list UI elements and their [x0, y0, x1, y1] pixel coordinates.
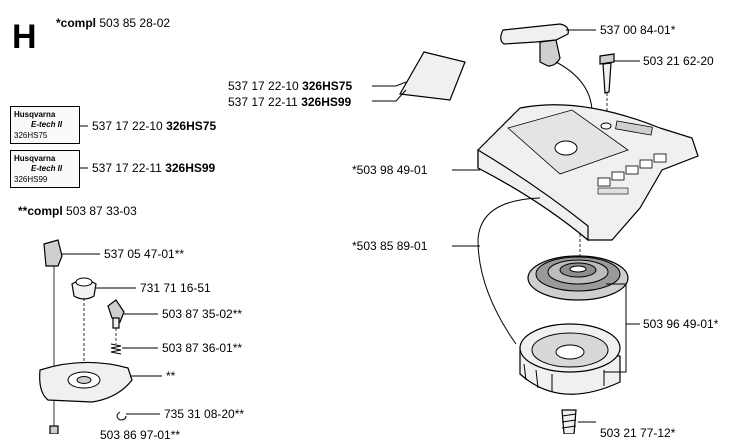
- handle-callout: 537 00 84-01*: [600, 23, 676, 37]
- circlip-part: [116, 411, 127, 421]
- section-letter: H: [12, 18, 37, 56]
- decal-callout-326hs75: 537 17 22-10 326HS75: [92, 119, 216, 133]
- compl-sub-number: 503 87 33-03: [66, 204, 137, 218]
- starter-rope-part: [477, 197, 541, 345]
- recoil-spring-part: [527, 255, 629, 301]
- compl-main-prefix: *compl: [56, 16, 97, 30]
- decal-line3: 326HS75: [14, 131, 48, 140]
- screw-callout: 503 21 62-20: [643, 54, 714, 68]
- model-name: 326HS99: [301, 95, 352, 109]
- pawl-spring-part: [110, 343, 122, 355]
- decal-line2: E-tech II: [31, 164, 63, 173]
- compl-sub-prefix: **compl: [18, 204, 63, 218]
- decal-brand: Husqvarna: [14, 154, 56, 163]
- part-number: 537 17 22-11: [228, 95, 298, 109]
- decal-326hs75: Husqvarna E-tech II 326HS75: [10, 106, 80, 144]
- spring-pulley-callout: 503 96 49-01*: [643, 317, 719, 331]
- rope-callout: *503 85 89-01: [352, 239, 428, 253]
- model-name: 326HS75: [166, 119, 217, 133]
- decal-line3: 326HS99: [14, 175, 48, 184]
- decal-brand: Husqvarna: [14, 110, 56, 119]
- pawl-part: [107, 299, 125, 329]
- cover-callout: *503 98 49-01: [352, 163, 428, 177]
- nut-part: [71, 277, 97, 300]
- decal-callout-326hs99: 537 17 22-11 326HS99: [92, 161, 215, 175]
- bottom-screw-part: [561, 409, 577, 434]
- part-number: 537 17 22-10: [92, 119, 163, 133]
- screw-part: [599, 53, 615, 94]
- pawl-cover-callout: 537 05 47-01**: [104, 247, 185, 261]
- compl-main-number: 503 85 28-02: [99, 16, 171, 30]
- starter-cover-part: [477, 104, 699, 242]
- spring-callout: 503 87 36-01**: [162, 341, 243, 355]
- compl-sub-label: **compl 503 87 33-03: [18, 204, 137, 218]
- pawl-cover-part: [43, 239, 63, 267]
- pawl-callout: 503 87 35-02**: [162, 307, 243, 321]
- label-sheet-part: [399, 51, 466, 101]
- circlip-callout: 735 31 08-20**: [164, 407, 245, 421]
- left-bottom-callout: 503 86 97-01**: [100, 428, 181, 442]
- rope-pulley-part: [519, 323, 621, 395]
- left-bottom-pin: [49, 425, 59, 434]
- model-name: 326HS99: [165, 161, 216, 175]
- model-name: 326HS75: [302, 79, 353, 93]
- decal-line2: E-tech II: [31, 120, 63, 129]
- part-number: 537 17 22-11: [92, 161, 162, 175]
- decal-326hs99: Husqvarna E-tech II 326HS99: [10, 150, 80, 188]
- pawl-housing-part: [39, 361, 133, 403]
- housing-callout: **: [166, 369, 176, 383]
- handle-rope: [555, 61, 593, 111]
- part-number: 537 17 22-10: [228, 79, 299, 93]
- sheet-callout-326hs75: 537 17 22-10 326HS75: [228, 79, 352, 93]
- nut-callout: 731 71 16-51: [140, 281, 211, 295]
- bottom-screw-callout: 503 21 77-12*: [600, 426, 676, 440]
- sheet-callout-326hs99: 537 17 22-11 326HS99: [228, 95, 351, 109]
- compl-main-label: *compl 503 85 28-02: [56, 16, 170, 30]
- starter-handle-part: [500, 23, 569, 67]
